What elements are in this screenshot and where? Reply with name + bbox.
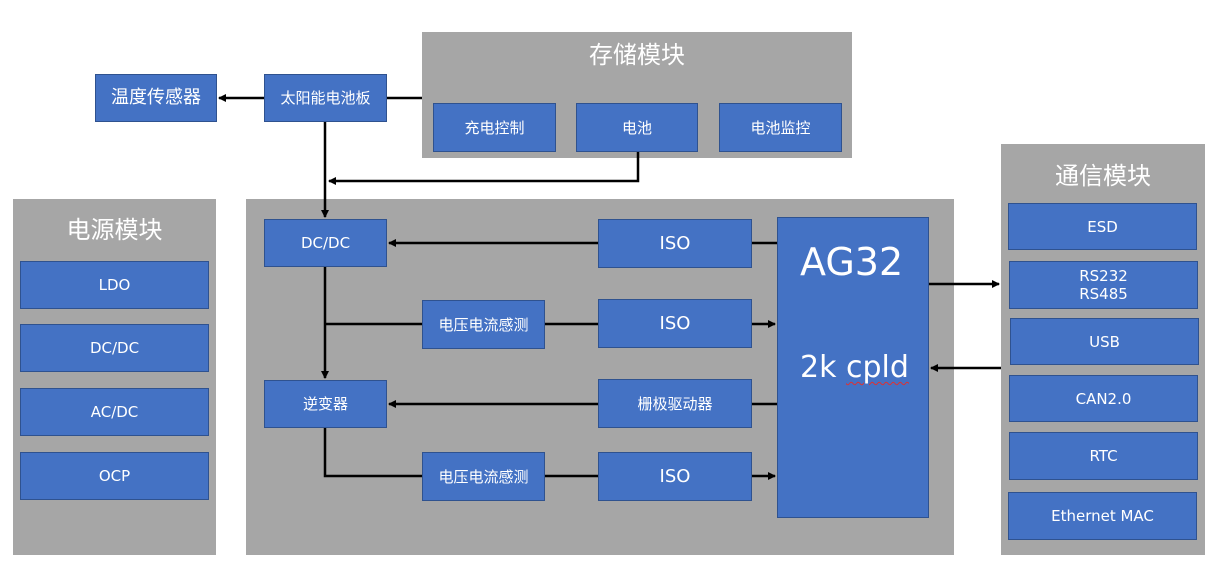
comm-module-title: 通信模块 xyxy=(1055,162,1151,190)
wire-inverter-to-vi2 xyxy=(323,428,422,478)
power-item-ldo[interactable]: LDO xyxy=(20,261,209,309)
arrow-battery-to-bus xyxy=(328,152,640,185)
iso-box-2[interactable]: ISO xyxy=(598,299,752,348)
iso-box-1[interactable]: ISO xyxy=(598,219,752,268)
mcu-ag32-block[interactable]: AG32 2k cpld xyxy=(777,217,929,518)
mcu-cpld-label: 2k cpld xyxy=(800,350,909,385)
gate-driver-box[interactable]: 栅极驱动器 xyxy=(598,379,752,428)
comm-item-can[interactable]: CAN2.0 xyxy=(1009,375,1198,422)
battery-monitor-box[interactable]: 电池监控 xyxy=(719,103,842,152)
comm-item-rs232-rs485[interactable]: RS232 RS485 xyxy=(1009,261,1198,309)
solar-panel-box[interactable]: 太阳能电池板 xyxy=(264,74,387,122)
temperature-sensor-box[interactable]: 温度传感器 xyxy=(95,74,217,122)
power-item-acdc[interactable]: AC/DC xyxy=(20,388,209,436)
power-item-ocp[interactable]: OCP xyxy=(20,452,209,500)
comm-item-usb[interactable]: USB xyxy=(1010,318,1199,365)
power-item-dcdc[interactable]: DC/DC xyxy=(20,324,209,372)
comm-item-rtc[interactable]: RTC xyxy=(1009,432,1198,480)
dcdc-box[interactable]: DC/DC xyxy=(264,219,387,267)
battery-box[interactable]: 电池 xyxy=(576,103,698,152)
charge-control-box[interactable]: 充电控制 xyxy=(433,103,556,152)
mcu-name: AG32 xyxy=(800,240,904,284)
vi-sense-box-1[interactable]: 电压电流感测 xyxy=(422,300,545,349)
comm-item-ethernet-mac[interactable]: Ethernet MAC xyxy=(1008,492,1197,540)
storage-module-title: 存储模块 xyxy=(589,41,685,69)
comm-item-esd[interactable]: ESD xyxy=(1008,203,1197,250)
iso-box-3[interactable]: ISO xyxy=(598,452,752,501)
power-module-title: 电源模块 xyxy=(66,216,163,244)
spellcheck-underline: cpld xyxy=(846,350,909,385)
vi-sense-box-2[interactable]: 电压电流感测 xyxy=(422,452,545,501)
inverter-box[interactable]: 逆变器 xyxy=(264,380,387,428)
